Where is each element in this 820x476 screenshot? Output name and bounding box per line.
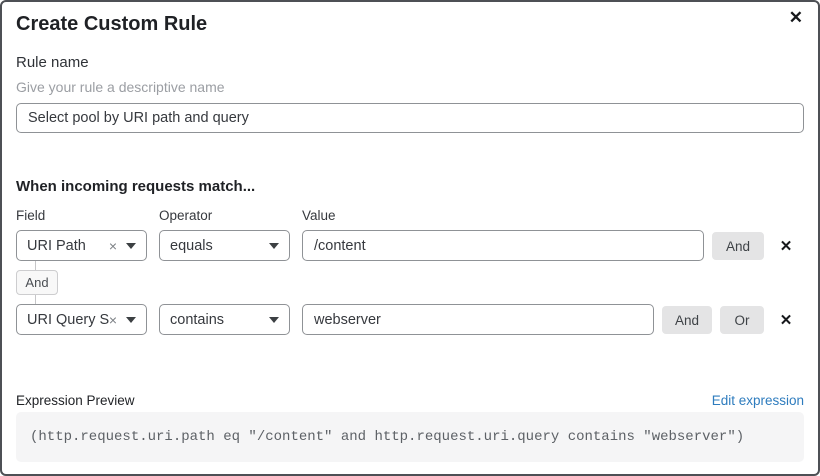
rule-name-label: Rule name xyxy=(16,54,89,71)
chevron-down-icon xyxy=(269,242,279,249)
condition-row-2: URI Query St... × contains And Or ✕ xyxy=(16,304,804,335)
field-select[interactable]: URI Query St... × xyxy=(16,304,147,335)
and-button[interactable]: And xyxy=(662,306,712,334)
expression-preview-code: (http.request.uri.path eq "/content" and… xyxy=(16,412,804,462)
value-input[interactable] xyxy=(302,230,704,261)
connector-line xyxy=(35,261,36,270)
dialog-title: Create Custom Rule xyxy=(16,13,208,35)
field-select-value: URI Query St... xyxy=(27,311,109,328)
field-column-label: Field xyxy=(16,208,46,223)
remove-condition-icon[interactable]: ✕ xyxy=(779,311,793,329)
operator-select-value: contains xyxy=(170,311,225,328)
rule-name-hint: Give your rule a descriptive name xyxy=(16,79,225,95)
edit-expression-link[interactable]: Edit expression xyxy=(711,393,804,408)
operator-select[interactable]: contains xyxy=(159,304,290,335)
remove-condition-icon[interactable]: ✕ xyxy=(779,237,793,255)
rule-name-input[interactable] xyxy=(16,103,804,133)
condition-row-1: URI Path × equals And ✕ xyxy=(16,230,804,261)
expression-preview-label: Expression Preview xyxy=(16,393,135,408)
connector-and-badge: And xyxy=(16,270,58,295)
expression-preview-header: Expression Preview Edit expression xyxy=(16,392,804,409)
chevron-down-icon xyxy=(269,316,279,323)
clear-field-icon[interactable]: × xyxy=(108,311,117,328)
value-column-label: Value xyxy=(302,208,336,223)
operator-column-label: Operator xyxy=(159,208,213,223)
condition-connector: And xyxy=(16,261,804,304)
operator-select-value: equals xyxy=(170,237,213,254)
chevron-down-icon xyxy=(126,316,136,323)
field-select[interactable]: URI Path × xyxy=(16,230,147,261)
or-button[interactable]: Or xyxy=(720,306,764,334)
clear-field-icon[interactable]: × xyxy=(108,237,117,254)
field-select-value: URI Path xyxy=(27,237,86,254)
value-input[interactable] xyxy=(302,304,654,335)
connector-line xyxy=(35,295,36,304)
chevron-down-icon xyxy=(126,242,136,249)
match-heading: When incoming requests match... xyxy=(16,178,256,195)
close-icon[interactable]: ✕ xyxy=(788,8,803,27)
condition-column-labels: Field Operator Value xyxy=(16,209,804,223)
and-button[interactable]: And xyxy=(712,232,764,260)
operator-select[interactable]: equals xyxy=(159,230,290,261)
